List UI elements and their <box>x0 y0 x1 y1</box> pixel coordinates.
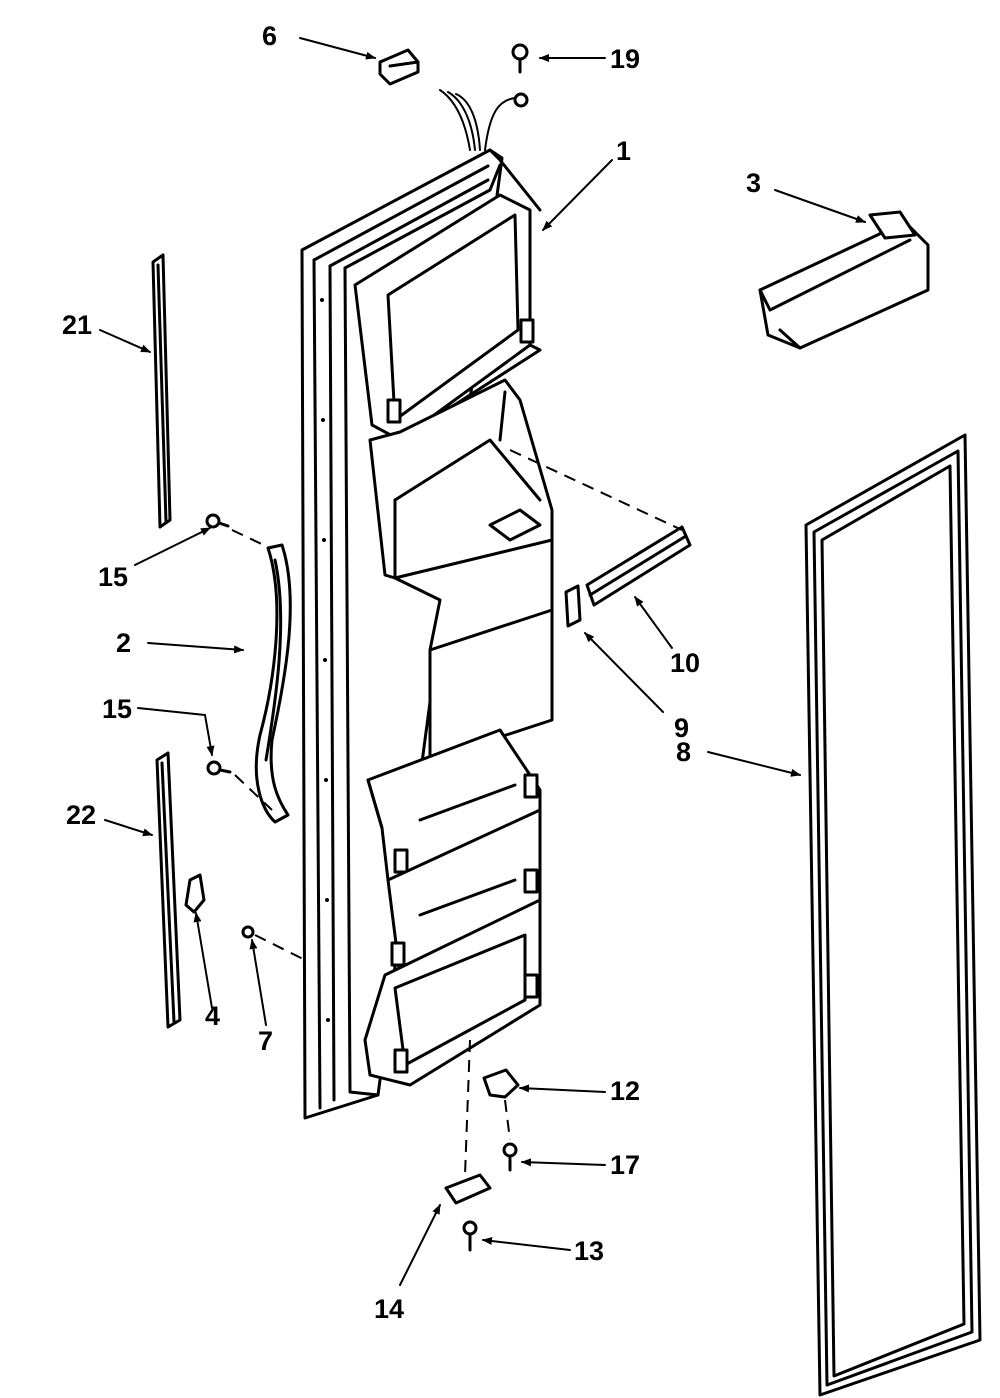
callout-6: 6 <box>262 21 277 51</box>
callout-1: 1 <box>616 136 631 166</box>
trim-strip-22 <box>155 751 182 1029</box>
handle-2 <box>254 543 292 824</box>
clip-4 <box>184 873 206 914</box>
callout-13: 13 <box>574 1236 604 1266</box>
bracket-3 <box>758 210 930 350</box>
rail-10 <box>585 525 692 607</box>
connector-6 <box>378 48 420 86</box>
callout-14: 14 <box>374 1294 404 1324</box>
callout-10: 10 <box>670 648 700 678</box>
leader-lines <box>99 37 866 1286</box>
callout-7: 7 <box>258 1026 273 1056</box>
screw-19 <box>511 43 529 74</box>
screw-15-upper <box>205 513 271 549</box>
screw-13 <box>462 1220 478 1252</box>
gasket-8 <box>804 433 982 1397</box>
callout-3: 3 <box>746 168 761 198</box>
callout-21: 21 <box>62 310 92 340</box>
callout-22: 22 <box>66 800 96 830</box>
trim-strip-21 <box>151 253 172 529</box>
callout-8: 8 <box>676 737 691 767</box>
screw-7 <box>241 925 306 961</box>
wire-harness <box>439 89 529 151</box>
callout-15-lower: 15 <box>102 694 132 724</box>
screw-17 <box>502 1099 518 1172</box>
door-rivets <box>320 298 330 1022</box>
screw-15-lower <box>206 760 273 811</box>
hinge-guide-line <box>464 1039 471 1176</box>
callout-17: 17 <box>610 1150 640 1180</box>
callout-19: 19 <box>610 44 640 74</box>
hinge-12 <box>482 1068 520 1099</box>
callout-9: 9 <box>674 713 689 743</box>
callout-2: 2 <box>116 628 131 658</box>
callout-15-upper: 15 <box>98 562 128 592</box>
callout-labels: 6 19 1 3 21 15 2 10 15 9 8 22 4 7 12 17 … <box>62 21 761 1324</box>
hinge-bracket-14 <box>444 1173 492 1205</box>
callout-4: 4 <box>205 1001 220 1031</box>
cap-9 <box>564 584 582 628</box>
callout-12: 12 <box>610 1076 640 1106</box>
door-assembly <box>300 148 554 1120</box>
guide-line-10 <box>509 449 683 531</box>
